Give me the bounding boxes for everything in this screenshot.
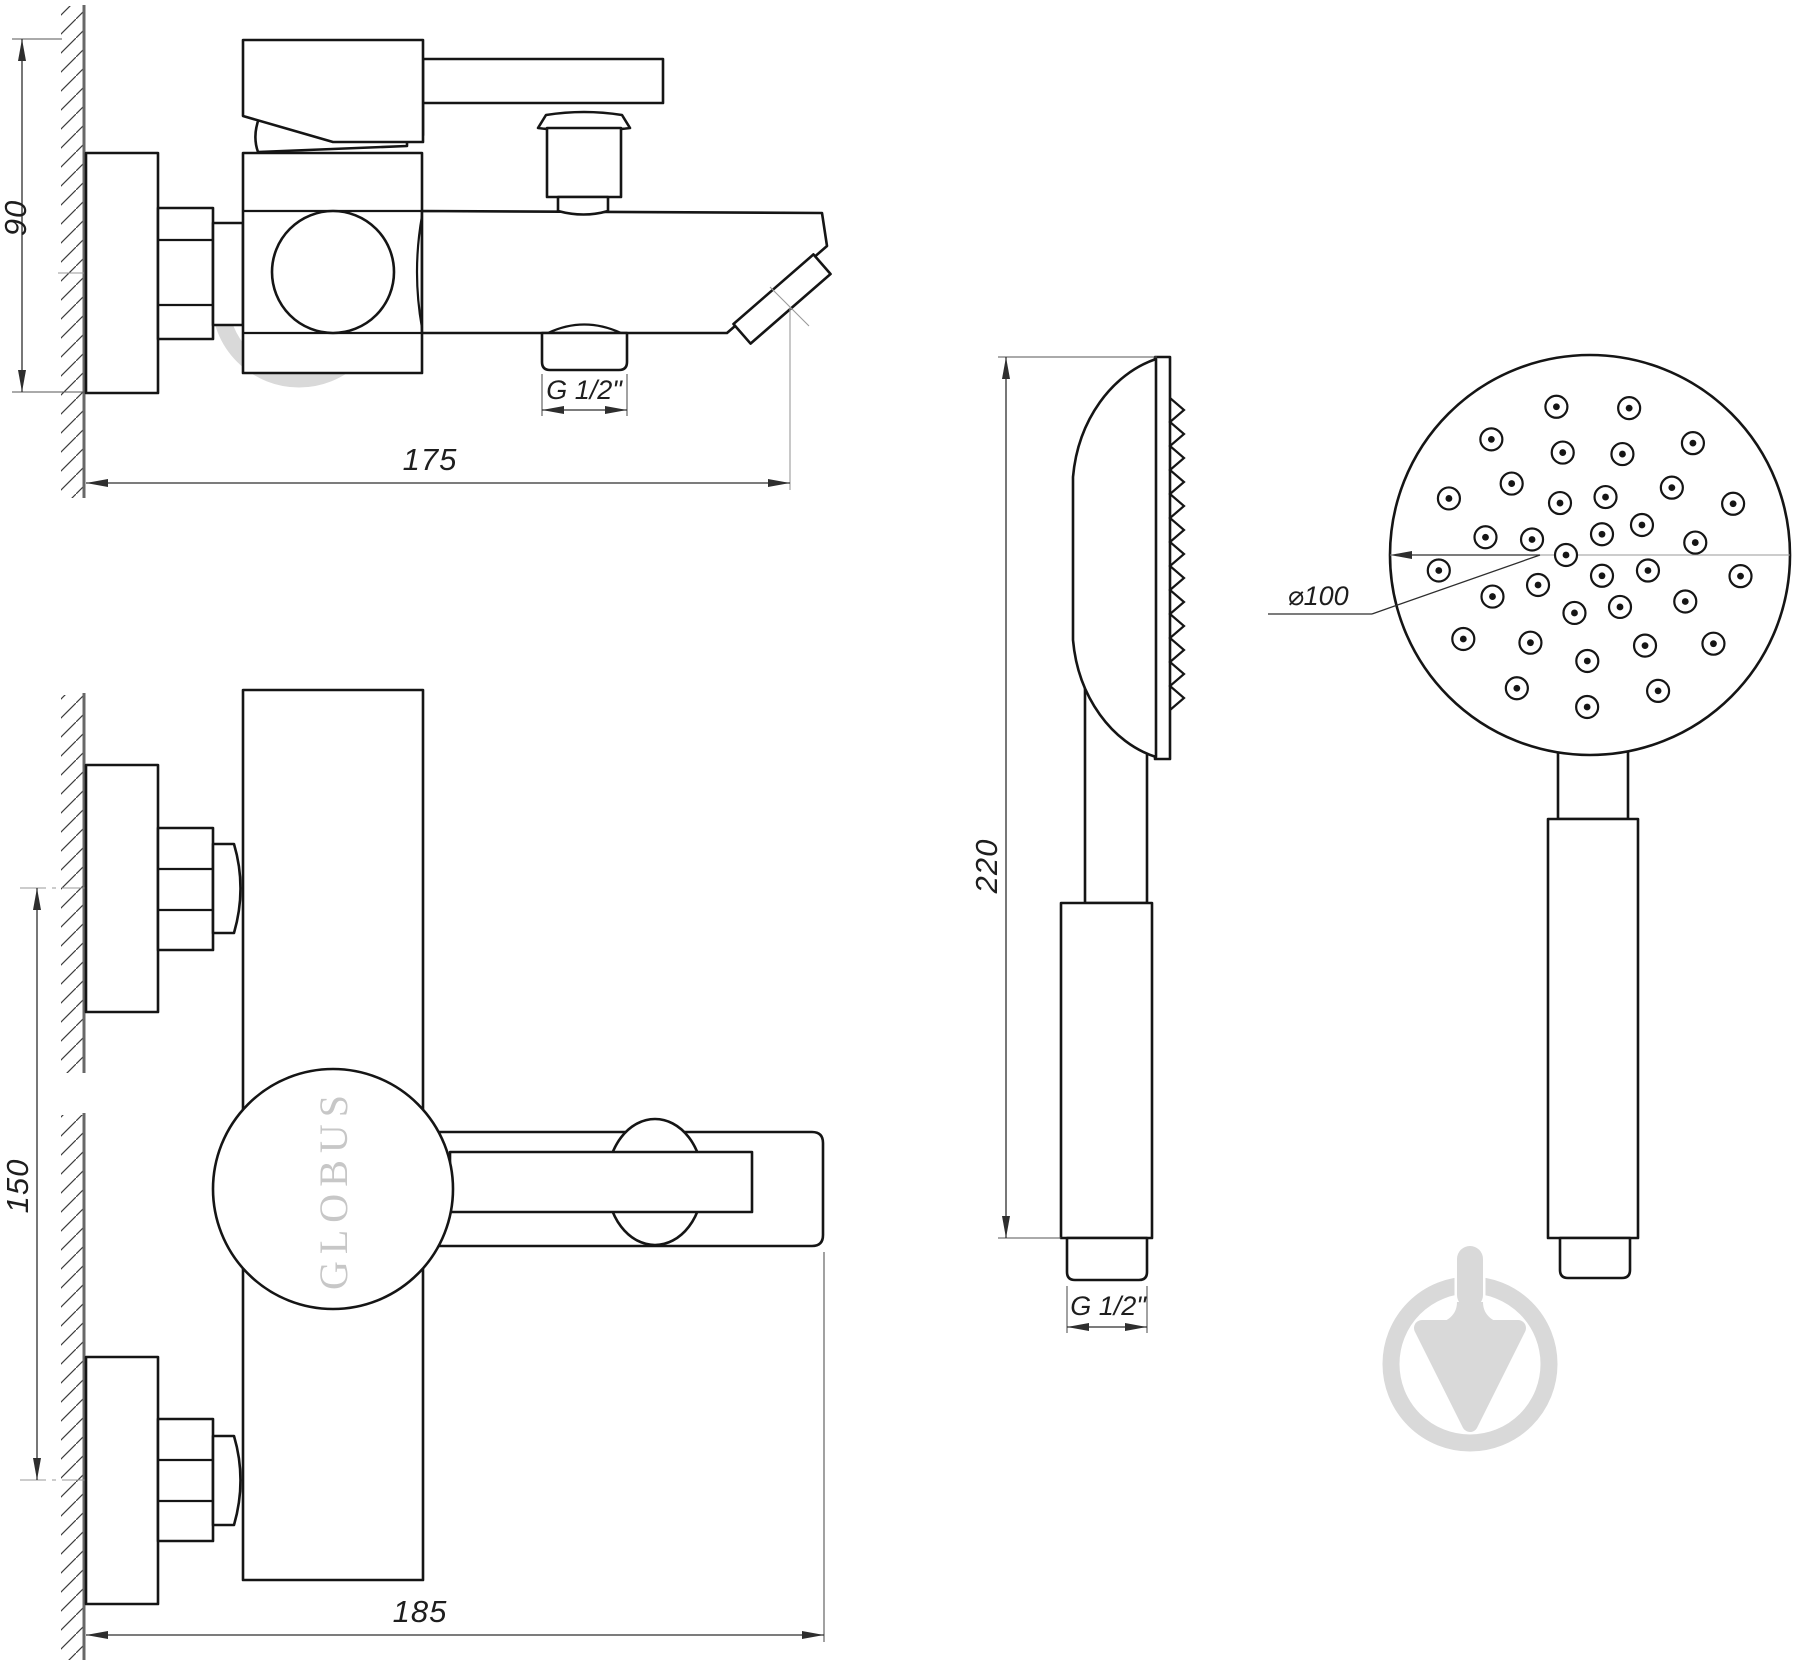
hand-shower-side-view xyxy=(1059,355,1186,1282)
diameter-label: ⌀100 xyxy=(1287,581,1348,611)
dim-220-label: 220 xyxy=(969,839,1004,895)
shower-head-front-view: ⌀100 xyxy=(1268,353,1792,1280)
dimension-185: 185 xyxy=(86,1252,825,1642)
thread-label-shower: G 1/2" xyxy=(1066,1286,1148,1333)
wall-section-bottom xyxy=(61,693,86,1660)
dimension-150: 150 xyxy=(0,888,41,1480)
dim-175-label: 175 xyxy=(403,442,458,477)
thread-label-top: G 1/2" xyxy=(541,374,628,416)
dim-150-label: 150 xyxy=(0,1159,35,1214)
mixer-side-view xyxy=(58,38,832,395)
thread-size-label: G 1/2" xyxy=(1070,1291,1147,1321)
mixer-front-view: GLOBUS xyxy=(20,688,825,1606)
dim-185-label: 185 xyxy=(393,1594,448,1629)
globus-watermark-icon xyxy=(1382,1243,1558,1452)
nozzle-pattern xyxy=(1426,394,1753,720)
thread-size-label: G 1/2" xyxy=(546,375,623,405)
dimension-175: 175 xyxy=(86,286,810,490)
wall-section-top xyxy=(61,5,86,498)
dimension-220: 220 xyxy=(969,356,1157,1239)
dimension-90: 90 xyxy=(0,38,84,393)
brand-watermark-text: GLOBUS xyxy=(311,1088,356,1290)
dim-90-label: 90 xyxy=(0,200,33,236)
